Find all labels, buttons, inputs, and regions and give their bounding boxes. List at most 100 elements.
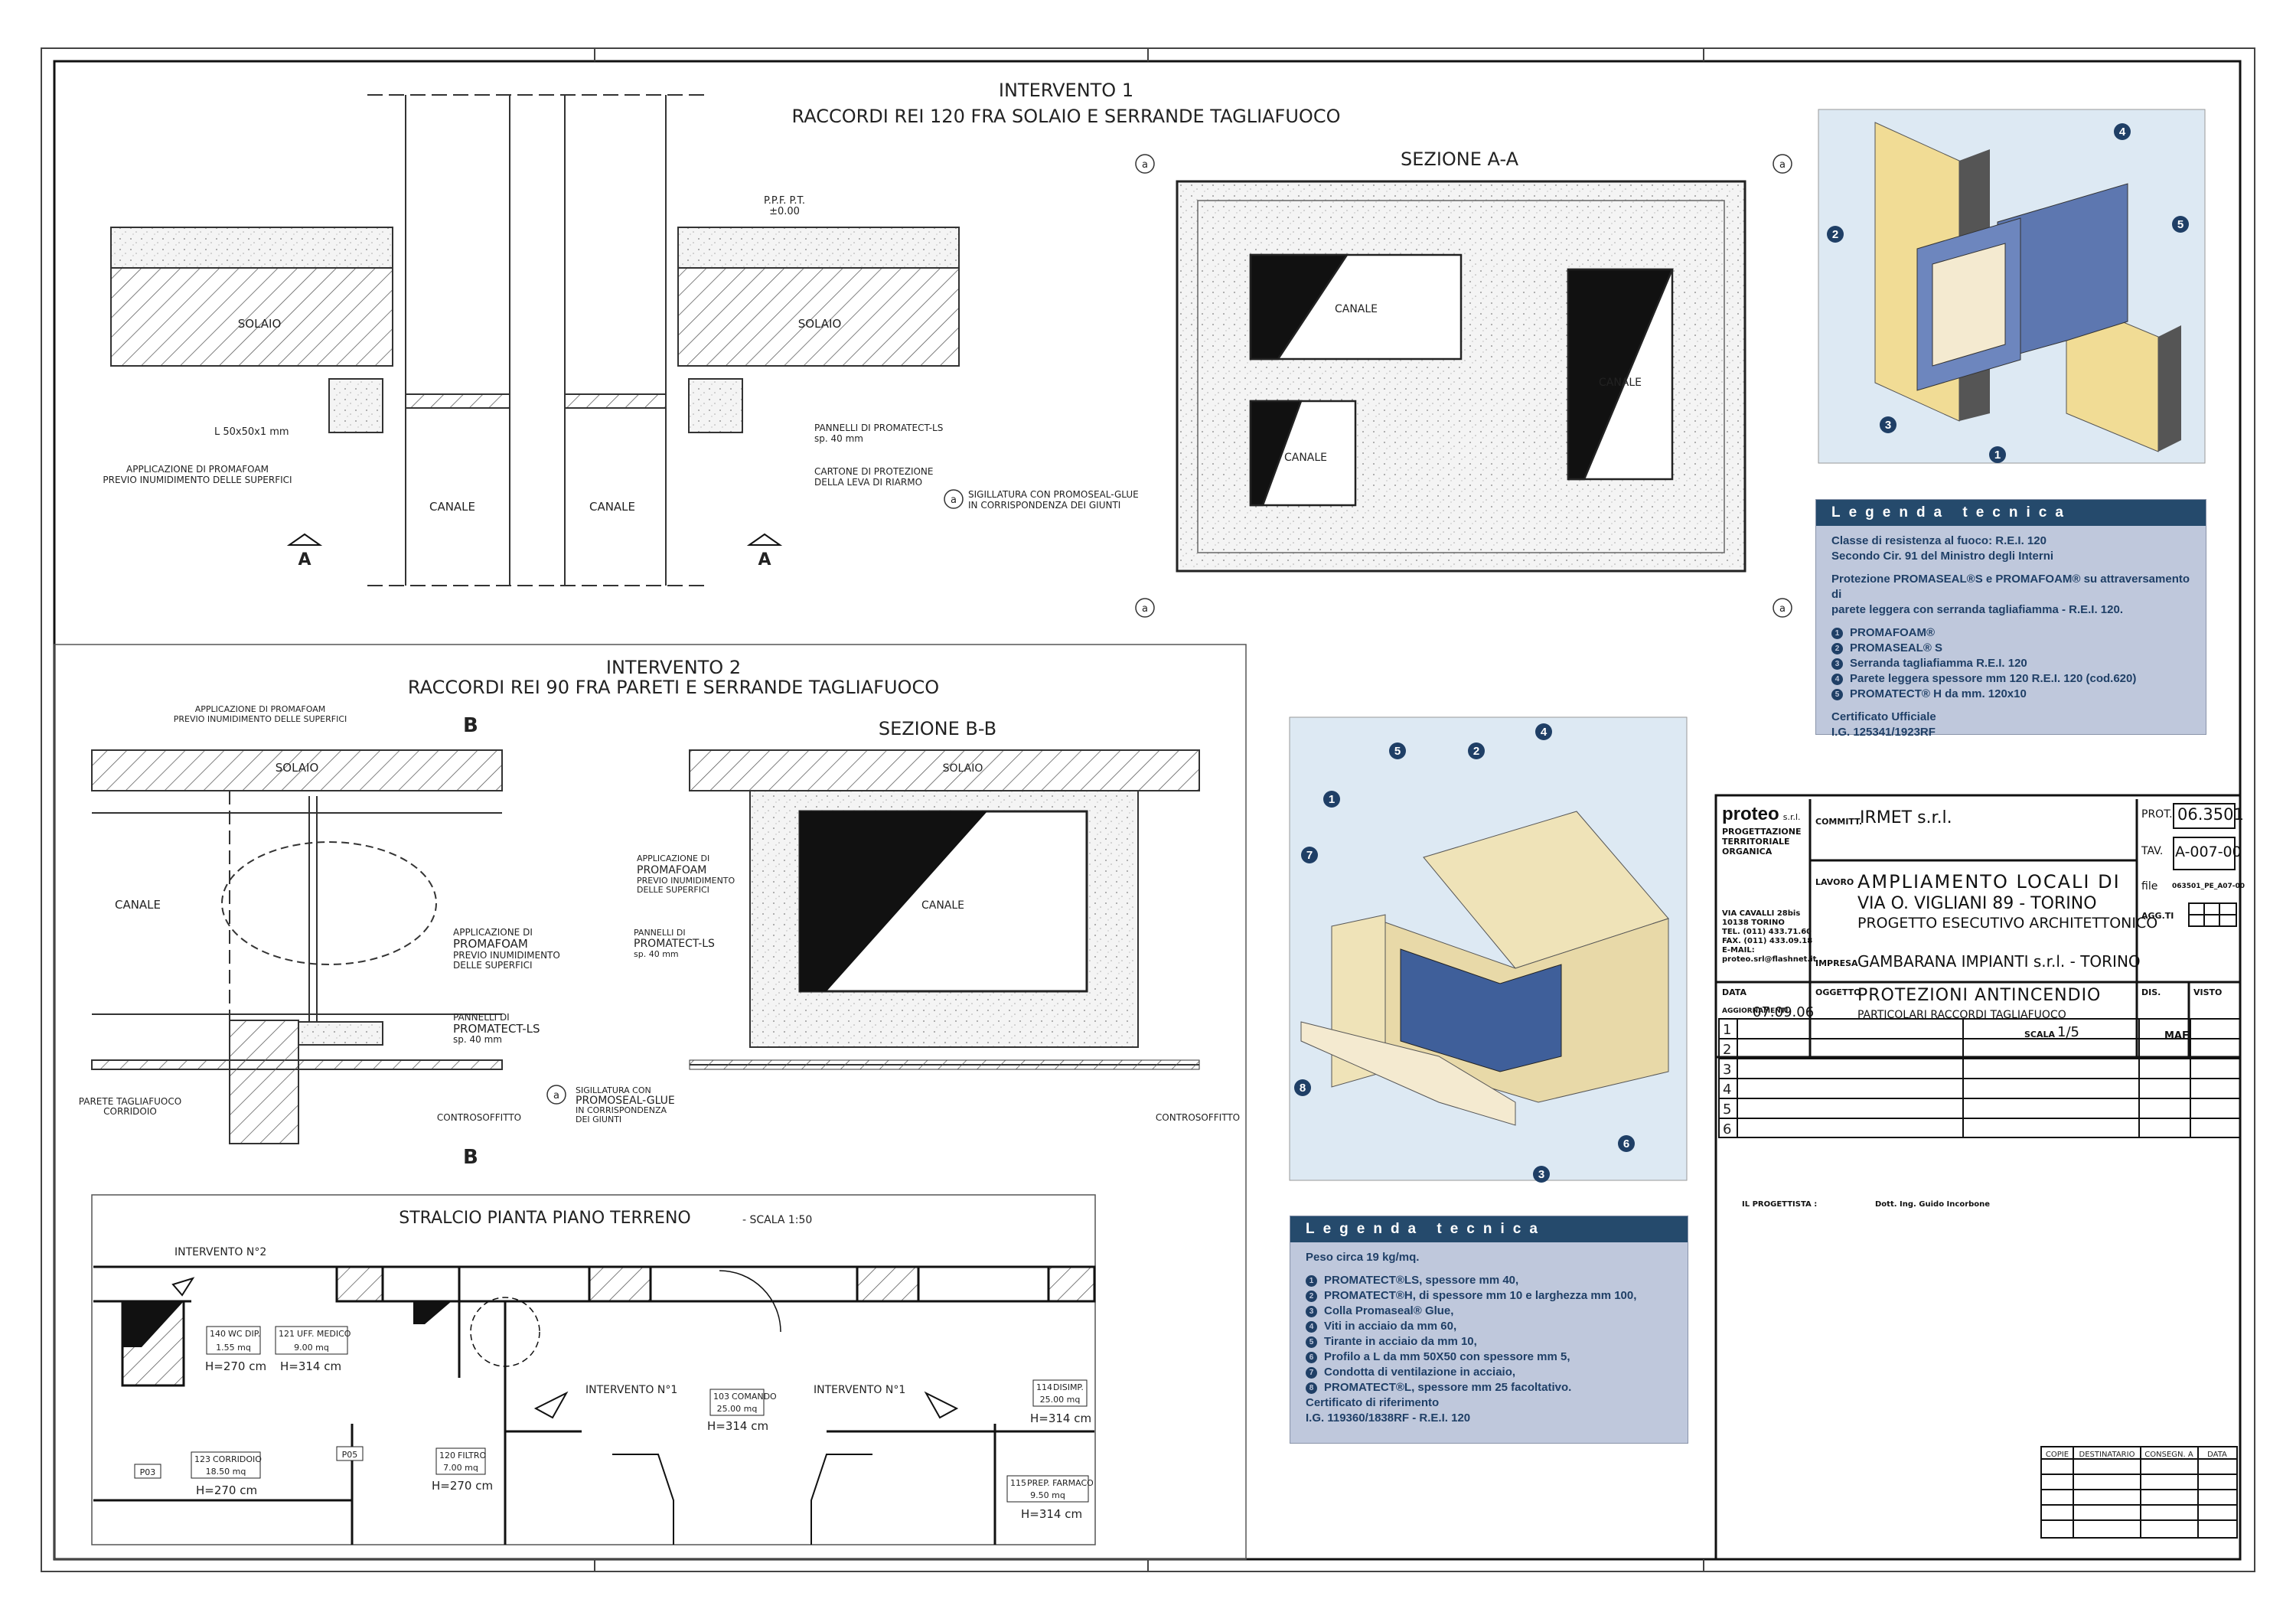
solaio-label: SOLAIO: [798, 317, 842, 331]
progettista-label: IL PROGETTISTA :: [1742, 1200, 1818, 1209]
certificate-label: Certificato di riferimento: [1306, 1396, 1440, 1409]
note: IN CORRISPONDENZA: [576, 1105, 667, 1115]
intervento-2-detail: INTERVENTO 2 RACCORDI REI 90 FRA PARETI …: [79, 657, 1240, 1169]
svg-text:UFF. MEDICO: UFF. MEDICO: [297, 1329, 351, 1339]
svg-text:9.50 mq: 9.50 mq: [1030, 1490, 1065, 1500]
sezione-a-a-title: SEZIONE A-A: [1401, 148, 1519, 170]
joint-mark: a: [1142, 603, 1148, 615]
prot-value: 06.3501: [2177, 805, 2244, 824]
intervento-2-title: INTERVENTO 2: [606, 657, 741, 678]
note: APPLICAZIONE DI: [637, 853, 709, 863]
note: CORRIDOIO: [103, 1106, 157, 1117]
svg-text:123: 123: [194, 1454, 210, 1464]
certificate-number: I.G. 125341/1923RF: [1831, 726, 1936, 739]
svg-text:H=314 cm: H=314 cm: [280, 1359, 341, 1373]
intervento-1-plan-label: INTERVENTO N°1: [585, 1384, 677, 1396]
svg-text:DESTINATARIO: DESTINATARIO: [2079, 1451, 2135, 1459]
door-label: P03: [140, 1467, 156, 1477]
callout-2: 2: [1473, 745, 1479, 758]
note: sp. 40 mm: [453, 1034, 502, 1045]
callout-4: 4: [2119, 126, 2126, 139]
svg-text:1: 1: [1723, 1022, 1731, 1038]
svg-text:FILTRO: FILTRO: [458, 1451, 487, 1460]
floor-plan-scale: - SCALA 1:50: [742, 1214, 812, 1226]
callout-8: 8: [1300, 1082, 1306, 1095]
svg-text:4: 4: [1723, 1082, 1731, 1098]
note: PREVIO INUMIDIMENTO DELLE SUPERFICI: [103, 475, 292, 485]
callout-2: 2: [1832, 228, 1838, 241]
legend-text: parete leggera con serranda tagliafiamma…: [1831, 603, 2123, 616]
canale-label: CANALE: [115, 898, 161, 912]
note: PROMAFOAM: [453, 937, 528, 951]
data-value: 07.09.06: [1753, 1004, 1815, 1020]
svg-text:COMANDO: COMANDO: [732, 1392, 777, 1402]
certificate-number: I.G. 119360/1838RF - R.E.I. 120: [1306, 1411, 1471, 1425]
joint-mark: a: [951, 494, 957, 506]
note: IN CORRISPONDENZA DEI GIUNTI: [968, 500, 1120, 511]
note: DELLE SUPERFICI: [453, 960, 533, 971]
sezione-a-a: SEZIONE A-A CANALE CANALE CANALE a a a a: [1135, 148, 1792, 618]
solaio-label: SOLAIO: [238, 317, 282, 331]
floor-plan-title: STRALCIO PIANTA PIANO TERRENO: [399, 1209, 690, 1228]
callout-3: 3: [1885, 419, 1891, 432]
prot-label: PROT.: [2141, 808, 2173, 821]
logo-suffix: s.r.l.: [1782, 812, 1801, 822]
note: DELLE SUPERFICI: [637, 885, 709, 895]
note: sp. 40 mm: [634, 949, 679, 959]
canale-label: CANALE: [921, 899, 964, 912]
callout-6: 6: [1623, 1137, 1629, 1150]
quota-label: P.P.F. P.T.: [764, 195, 805, 207]
note: PANNELLI DI: [634, 928, 686, 938]
oggetto-line: PARTICOLARI RACCORDI TAGLIAFUOCO: [1857, 1009, 2066, 1021]
legend-text: Protezione PROMASEAL®S e PROMAFOAM® su a…: [1831, 573, 2190, 601]
intervento-2-frame: [54, 644, 1247, 1560]
svg-text:3: 3: [1723, 1062, 1731, 1078]
callout-3: 3: [1538, 1168, 1544, 1181]
note: APPLICAZIONE DI PROMAFOAM: [195, 704, 325, 714]
file-value: 063501_PE_A07-00: [2172, 883, 2245, 890]
callout-markers: 4 5 2 3 1 5 2 4 1 7 8 6 3: [1294, 123, 2189, 1183]
canale-label: CANALE: [1599, 377, 1642, 389]
note: SIGILLATURA CON PROMOSEAL-GLUE: [968, 489, 1139, 500]
intervento-1-subtitle: RACCORDI REI 120 FRA SOLAIO E SERRANDE T…: [792, 106, 1341, 127]
svg-text:H=270 cm: H=270 cm: [205, 1359, 266, 1373]
floor-plan-excerpt: STRALCIO PIANTA PIANO TERRENO - SCALA 1:…: [91, 1194, 1096, 1545]
note: sp. 40 mm: [814, 433, 863, 444]
svg-text:120: 120: [439, 1451, 455, 1460]
svg-text:DISIMP.: DISIMP.: [1053, 1382, 1084, 1392]
svg-text:7.00 mq: 7.00 mq: [443, 1463, 478, 1473]
svg-text:DATA: DATA: [2207, 1451, 2227, 1459]
canale-label: CANALE: [589, 500, 635, 514]
note: PANNELLI DI PROMATECT-LS: [814, 423, 943, 433]
svg-text:6: 6: [1723, 1121, 1731, 1137]
aggiornamenti-table: [1718, 1018, 2241, 1138]
svg-text:9.00 mq: 9.00 mq: [294, 1343, 329, 1353]
svg-text:CORRIDOIO: CORRIDOIO: [213, 1454, 262, 1464]
dis-value: MAF: [2164, 1030, 2189, 1042]
legend-title: Legenda tecnica: [1816, 500, 2206, 526]
svg-text:114: 114: [1036, 1382, 1052, 1392]
data-label: DATA: [1722, 987, 1746, 997]
svg-text:5: 5: [1723, 1101, 1731, 1118]
quota-value: ±0.00: [769, 206, 800, 217]
progettista-name: Dott. Ing. Guido Incorbone: [1875, 1200, 1991, 1209]
joint-mark: a: [1142, 159, 1148, 171]
distribution-headers: COPIE DESTINATARIO CONSEGN. A DATA: [2046, 1451, 2227, 1459]
svg-text:2: 2: [1723, 1042, 1731, 1058]
note: APPLICAZIONE DI PROMAFOAM: [126, 464, 269, 475]
solaio-label: SOLAIO: [276, 761, 319, 775]
intervento-2-plan-label: INTERVENTO N°2: [174, 1246, 266, 1258]
oggetto-line: PROTEZIONI ANTINCENDIO: [1857, 986, 2102, 1005]
dis-label: DIS.: [2141, 987, 2161, 997]
